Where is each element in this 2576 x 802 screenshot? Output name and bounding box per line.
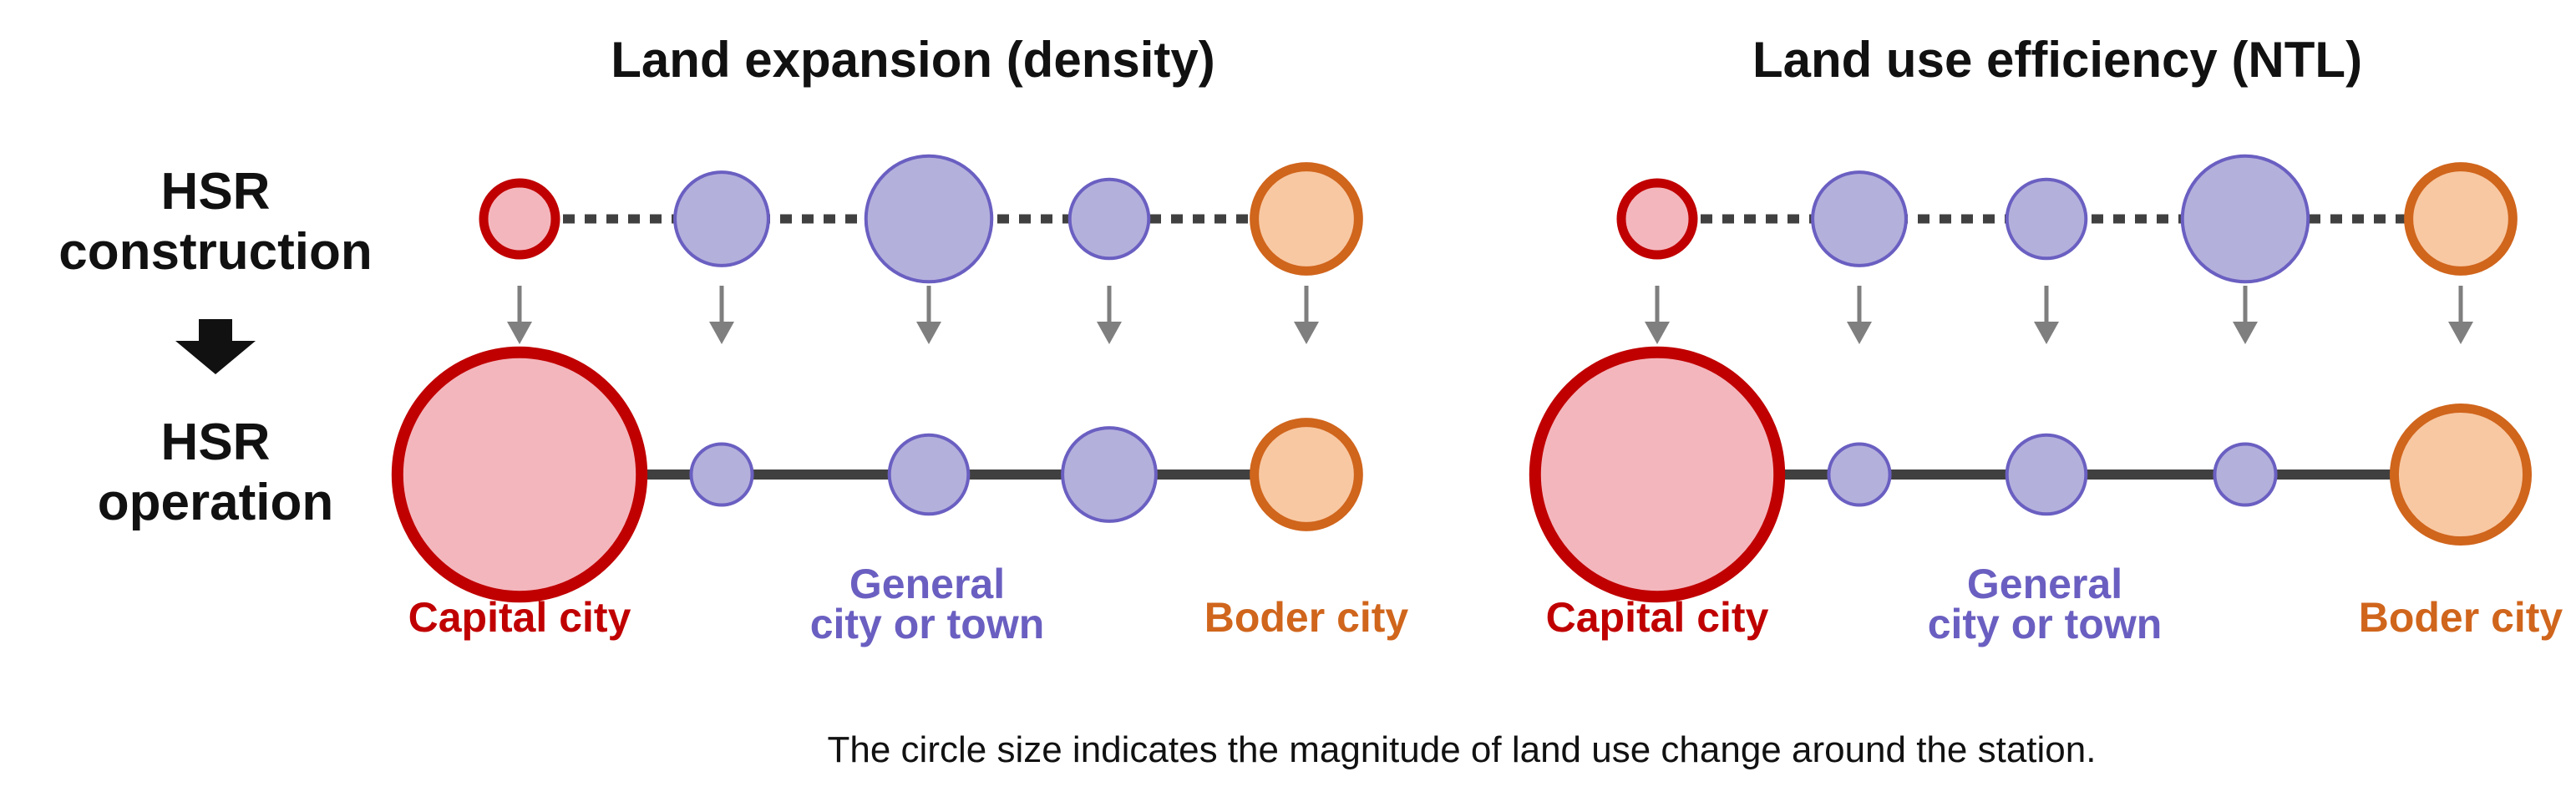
- panel-title: Land expansion (density): [611, 32, 1214, 88]
- arrow-down-icon: [2034, 322, 2059, 344]
- panel-land-expansion: Land expansion (density) Capital city Gene…: [391, 32, 1409, 647]
- row-label-construction-line2: construction: [58, 223, 372, 281]
- capital-city-label: Capital city: [1546, 594, 1769, 641]
- construction-station-general: [864, 154, 994, 284]
- operation-station-general: [2005, 433, 2088, 516]
- construction-station-general: [2180, 154, 2310, 284]
- operation-station-capital: [391, 346, 648, 603]
- general-city-label-line2: city or town: [1928, 601, 2163, 647]
- arrow-down-icon: [507, 322, 532, 344]
- construction-station-general: [2005, 177, 2088, 261]
- operation-station-general: [689, 442, 754, 507]
- construction-station-capital: [479, 178, 560, 260]
- construction-station-capital: [1616, 178, 1698, 260]
- operation-station-general: [887, 433, 971, 516]
- panel-land-use-efficiency: Land use efficiency (NTL) Capital city Gen…: [1529, 32, 2563, 647]
- row-labels: HSR construction HSR operation: [58, 163, 372, 531]
- operation-station-general: [1061, 426, 1158, 523]
- arrow-down-icon: [1294, 322, 1319, 344]
- arrow-down-icon: [709, 322, 734, 344]
- operation-station-general: [1827, 442, 1892, 507]
- construction-station-general: [673, 170, 770, 267]
- operation-station-border: [2389, 403, 2533, 546]
- general-city-label-line1: General: [1967, 561, 2122, 607]
- down-arrow-icon: [175, 319, 256, 374]
- border-city-label: Boder city: [2359, 594, 2563, 641]
- caption: The circle size indicates the magnitude …: [828, 729, 2097, 770]
- row-label-construction-line1: HSR: [161, 163, 271, 221]
- operation-station-border: [1250, 418, 1363, 531]
- arrow-down-icon: [1097, 322, 1122, 344]
- arrow-down-icon: [2233, 322, 2258, 344]
- construction-station-border: [1250, 162, 1363, 276]
- border-city-label: Boder city: [1204, 594, 1409, 641]
- construction-station-general: [1067, 177, 1151, 261]
- row-label-operation-line1: HSR: [161, 414, 271, 471]
- row-label-operation-line2: operation: [98, 474, 333, 531]
- operation-station-capital: [1529, 346, 1786, 603]
- construction-station-border: [2404, 162, 2518, 276]
- arrow-down-icon: [916, 322, 941, 344]
- general-city-label-line1: General: [849, 561, 1005, 607]
- arrow-down-icon: [2448, 322, 2473, 344]
- arrow-down-icon: [1847, 322, 1872, 344]
- capital-city-label: Capital city: [408, 594, 631, 641]
- operation-station-general: [2213, 442, 2278, 507]
- arrow-down-icon: [1645, 322, 1670, 344]
- construction-station-general: [1811, 170, 1908, 267]
- panel-title: Land use efficiency (NTL): [1752, 32, 2362, 88]
- general-city-label-line2: city or town: [810, 601, 1045, 647]
